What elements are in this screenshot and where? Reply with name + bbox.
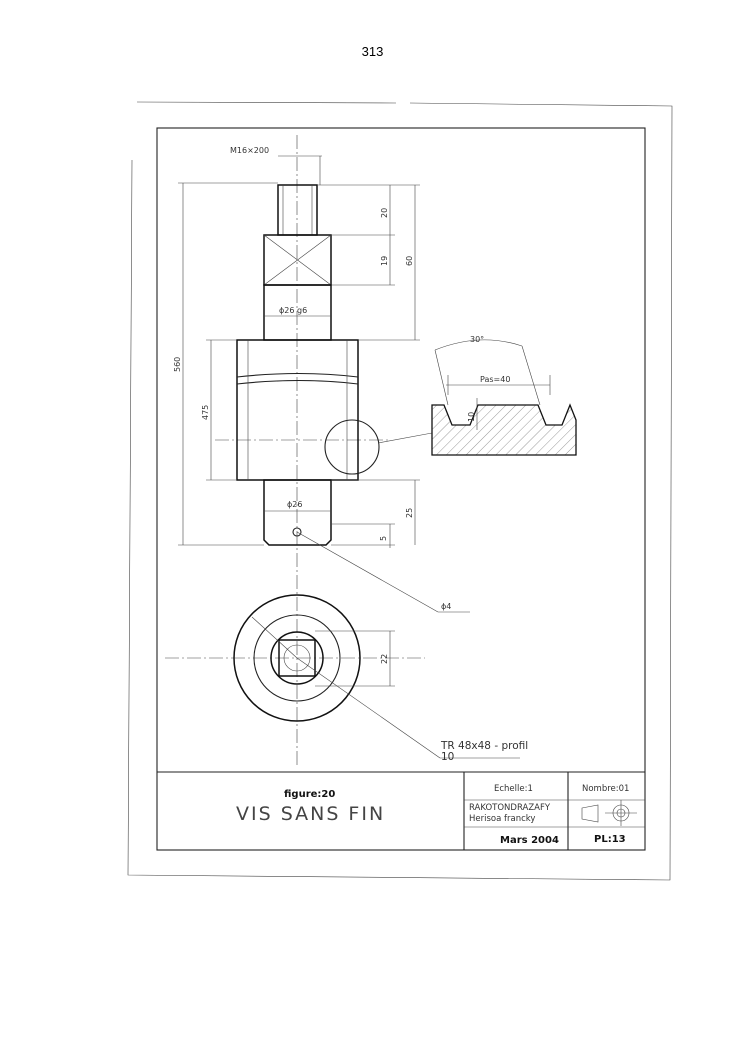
- dim-shaft-diam: ϕ26 g6: [279, 306, 307, 315]
- figure-label: figure:20: [284, 789, 335, 800]
- dim-475: 475: [201, 405, 210, 420]
- author-name: RAKOTONDRAZAFY: [469, 803, 551, 813]
- dim-560: 560: [173, 357, 182, 372]
- dim-hole: ϕ4: [441, 602, 451, 611]
- detail-pitch: Pas=40: [480, 375, 510, 384]
- screw-top-view: [233, 594, 520, 759]
- detail-depth: 10: [467, 412, 476, 422]
- dim-19: 19: [380, 256, 389, 266]
- number-label: Nombre:01: [582, 784, 629, 794]
- scale-label: Echelle:1: [494, 784, 533, 794]
- profile-note: TR 48x48 - profil: [440, 740, 528, 752]
- dim-20: 20: [380, 208, 389, 218]
- page-number: 313: [361, 44, 384, 59]
- thread-profile-detail: [431, 339, 577, 456]
- drawing-title: VIS SANS FIN: [236, 803, 385, 825]
- dim-60: 60: [405, 256, 414, 266]
- dim-22: 22: [380, 654, 389, 664]
- author-firstname: Herisoa francky: [469, 814, 535, 824]
- dim-25: 25: [405, 508, 414, 518]
- profile-note-depth: 10: [441, 751, 454, 763]
- plate-label: PL:13: [594, 834, 626, 845]
- drawing-border: [156, 127, 646, 851]
- dim-5: 5: [379, 536, 388, 541]
- dim-lower-diam: ϕ26: [287, 500, 302, 509]
- date-label: Mars 2004: [500, 835, 559, 846]
- dim-thread: M16×200: [230, 146, 269, 155]
- detail-angle: 30°: [470, 335, 484, 344]
- axis-lines: [165, 135, 425, 768]
- title-block-frame: [157, 771, 645, 850]
- screw-front-view: [236, 184, 433, 546]
- outer-frame: [127, 101, 673, 881]
- dimension-lines: [178, 155, 470, 613]
